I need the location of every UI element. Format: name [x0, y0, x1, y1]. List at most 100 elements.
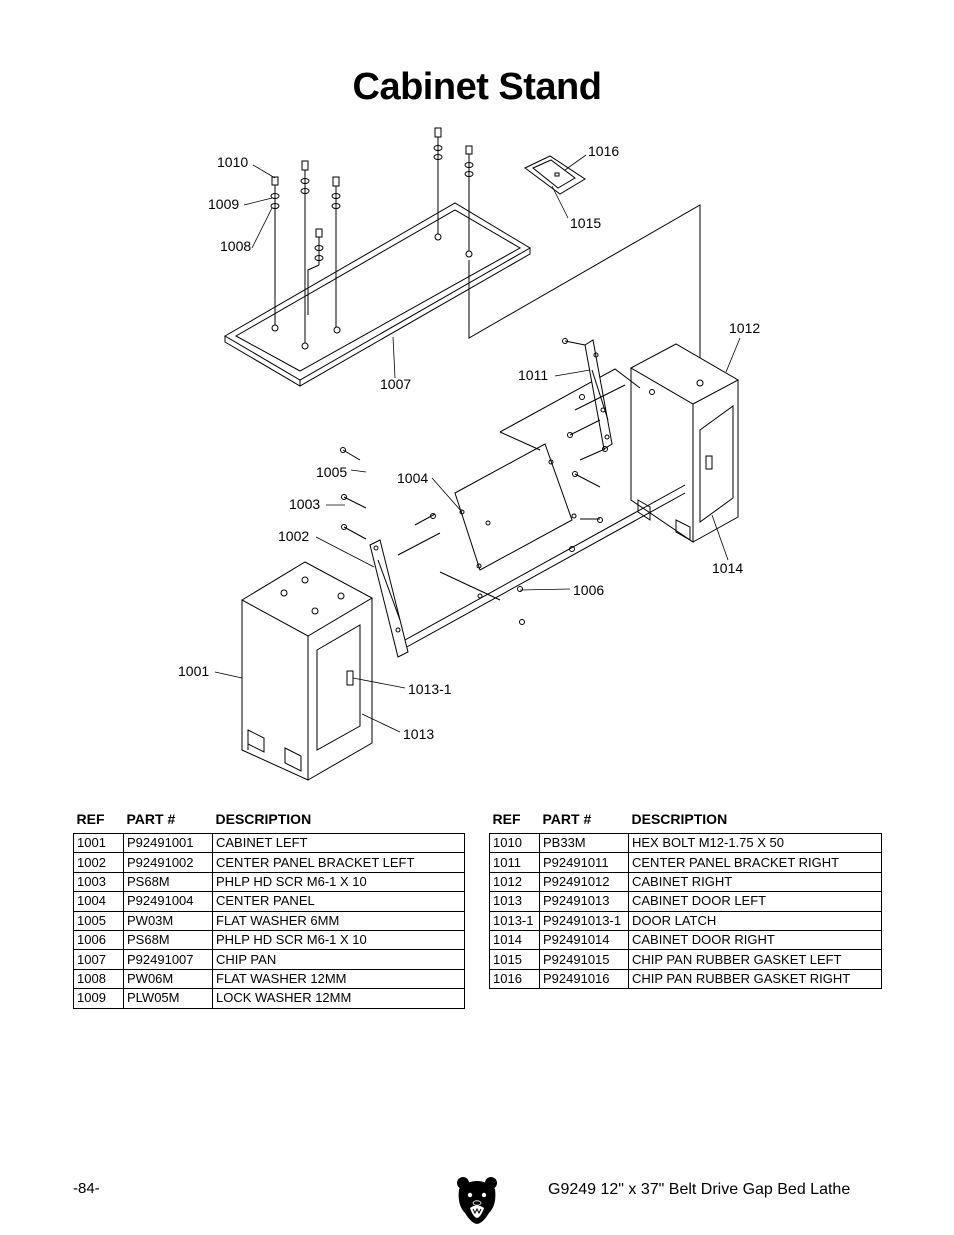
cell-description: CABINET RIGHT — [628, 871, 882, 893]
cell-description: CHIP PAN — [212, 949, 465, 970]
header-description: DESCRIPTION — [631, 811, 728, 827]
cell-part-number: P92491015 — [539, 949, 629, 970]
cell-description: CABINET DOOR LEFT — [628, 891, 882, 912]
leader-lines — [214, 154, 741, 733]
cell-ref: 1004 — [73, 891, 124, 912]
cell-part-number: P92491011 — [539, 852, 629, 873]
exploded-parts-diagram: 1010 1009 1008 1016 1015 1012 1011 1007 … — [178, 127, 760, 781]
cell-part-number: P92491001 — [123, 832, 213, 854]
header-description: DESCRIPTION — [215, 811, 312, 827]
callout-1002: 1002 — [278, 528, 309, 544]
header-part-number: PART # — [126, 811, 176, 827]
callout-1003: 1003 — [289, 496, 320, 512]
callout-1001: 1001 — [178, 663, 209, 679]
cell-description: CENTER PANEL BRACKET LEFT — [212, 852, 465, 873]
cell-part-number: P92491004 — [123, 891, 213, 912]
cell-part-number: P92491013 — [539, 891, 629, 912]
cell-description: DOOR LATCH — [628, 910, 882, 931]
table-header-row: REF PART # DESCRIPTION — [74, 809, 465, 834]
cell-description: FLAT WASHER 6MM — [212, 910, 465, 931]
cabinet-right — [629, 343, 740, 543]
cell-part-number: P92491013-1 — [539, 910, 629, 931]
grizzly-bear-head-icon — [457, 1177, 497, 1224]
callout-1010: 1010 — [217, 154, 248, 170]
cell-part-number: P92491016 — [539, 968, 629, 990]
cell-part-number: PW03M — [123, 910, 213, 931]
cell-ref: 1012 — [489, 871, 540, 893]
rubber-gasket — [524, 155, 586, 195]
cell-ref: 1008 — [73, 968, 124, 990]
callout-1006: 1006 — [573, 582, 604, 598]
callout-1005: 1005 — [316, 464, 347, 480]
cell-part-number: P92491002 — [123, 852, 213, 873]
table-header-row: REF PART # DESCRIPTION — [490, 809, 882, 834]
center-panel — [454, 368, 641, 599]
cell-description: CHIP PAN RUBBER GASKET RIGHT — [628, 968, 882, 990]
callout-labels: 1010 1009 1008 1016 1015 1012 1011 1007 … — [178, 143, 760, 742]
callout-1013-1: 1013-1 — [408, 681, 452, 697]
cell-description: CHIP PAN RUBBER GASKET LEFT — [628, 949, 882, 970]
footer-title: G9249 12" x 37" Belt Drive Gap Bed Lathe — [548, 1181, 851, 1198]
cell-description: PHLP HD SCR M6-1 X 10 — [212, 871, 465, 893]
cell-description: CENTER PANEL BRACKET RIGHT — [628, 852, 882, 873]
callout-1008: 1008 — [220, 238, 251, 254]
cabinet-left — [240, 561, 374, 781]
cell-ref: 1007 — [73, 949, 124, 970]
cell-part-number: PS68M — [123, 871, 213, 893]
callout-1004: 1004 — [397, 470, 428, 486]
cell-ref: 1003 — [73, 871, 124, 893]
cell-description: CABINET LEFT — [212, 832, 465, 854]
cell-part-number: PW06M — [123, 968, 213, 990]
cell-description: PHLP HD SCR M6-1 X 10 — [212, 929, 465, 951]
cell-ref: 1009 — [73, 988, 124, 1009]
cell-description: CABINET DOOR RIGHT — [628, 929, 882, 951]
cell-ref: 1001 — [73, 832, 124, 854]
cell-ref: 1013 — [489, 891, 540, 912]
callout-1015: 1015 — [570, 215, 601, 231]
callout-1012: 1012 — [729, 320, 760, 336]
callout-1014: 1014 — [712, 560, 743, 576]
cell-ref: 1011 — [489, 852, 540, 873]
screws — [340, 338, 626, 625]
callout-1011: 1011 — [518, 367, 548, 383]
cell-ref: 1006 — [73, 929, 124, 951]
header-ref: REF — [76, 811, 105, 827]
cell-ref: 1014 — [489, 929, 540, 951]
callout-1013: 1013 — [403, 726, 434, 742]
cell-description: LOCK WASHER 12MM — [212, 988, 465, 1009]
cell-description: HEX BOLT M12-1.75 X 50 — [628, 832, 882, 854]
cell-ref: 1005 — [73, 910, 124, 931]
callout-1016: 1016 — [588, 143, 619, 159]
page-number: -84- — [73, 1180, 100, 1197]
header-part-number: PART # — [542, 811, 592, 827]
cell-ref: 1015 — [489, 949, 540, 970]
cell-part-number: P92491007 — [123, 949, 213, 970]
cell-ref: 1013-1 — [489, 910, 540, 931]
cell-ref: 1010 — [489, 832, 540, 854]
page-title: Cabinet Stand — [352, 66, 602, 108]
bracket-left — [369, 539, 409, 658]
hex-bolts — [270, 127, 474, 343]
cell-part-number: P92491012 — [539, 871, 629, 893]
cell-description: FLAT WASHER 12MM — [212, 968, 465, 990]
cell-part-number: PS68M — [123, 929, 213, 951]
